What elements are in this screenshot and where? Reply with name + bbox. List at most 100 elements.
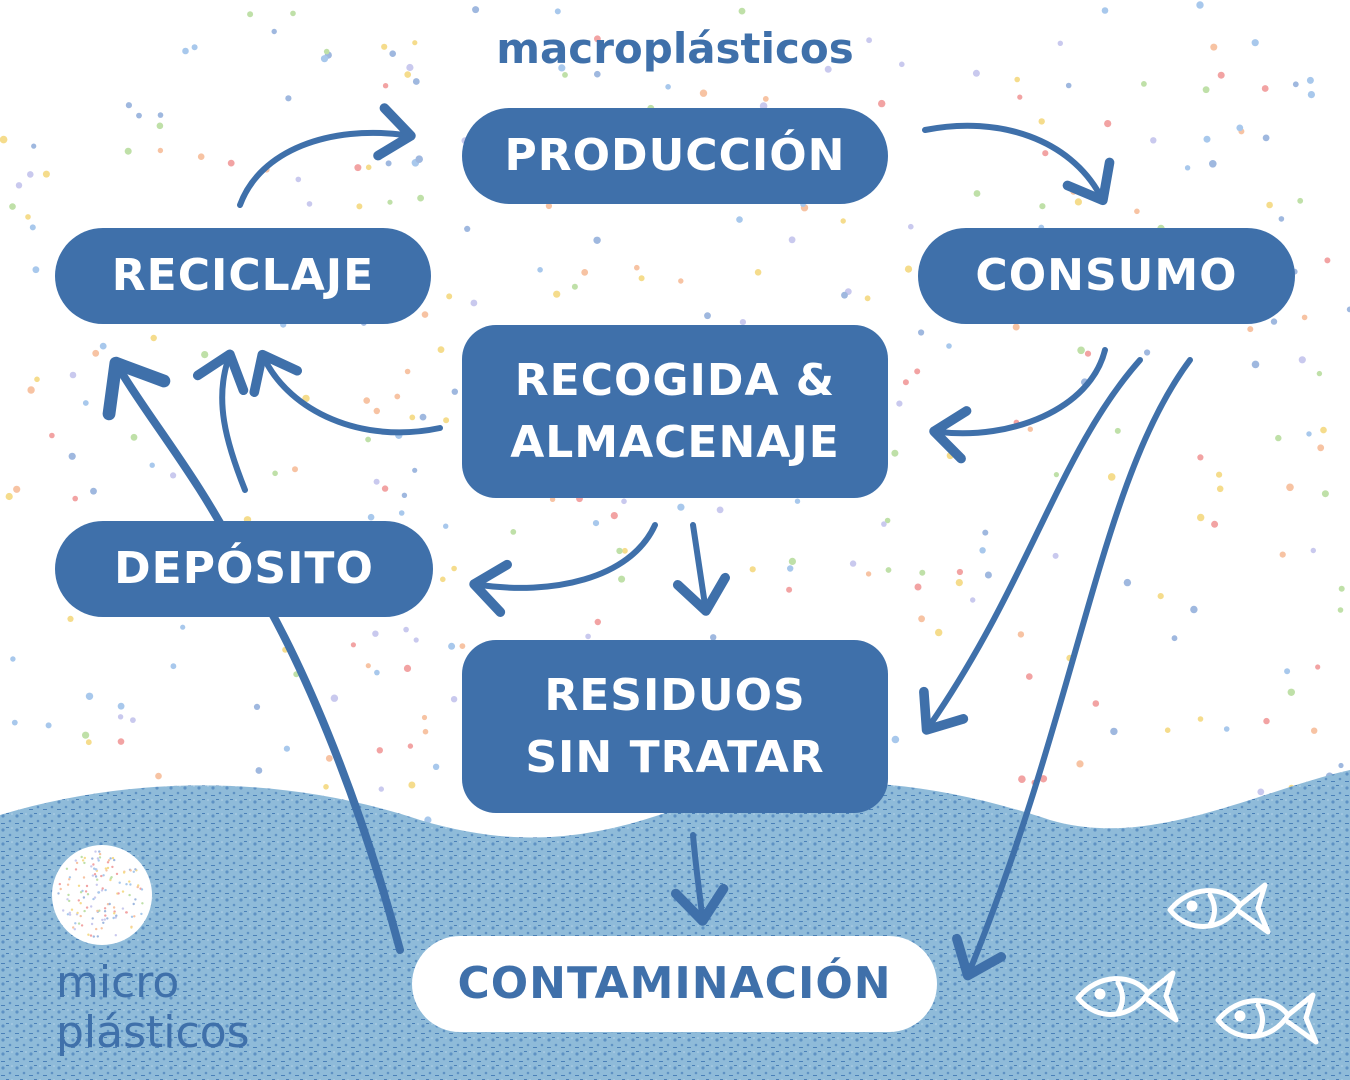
confetti-dot <box>459 643 466 649</box>
confetti-dot <box>99 342 107 350</box>
arrow-recogida-to-reciclaje <box>249 349 443 436</box>
confetti-dot <box>1251 39 1259 47</box>
confetti-dot <box>197 153 205 160</box>
microplastic-speck <box>115 872 119 876</box>
confetti-dot <box>594 618 601 626</box>
confetti-dot <box>1171 635 1178 642</box>
confetti-dot <box>67 615 74 623</box>
confetti-dot <box>1012 323 1020 331</box>
confetti-dot <box>69 371 77 379</box>
arrow-consumo-to-contaminacion <box>952 357 1193 981</box>
confetti-dot <box>902 379 909 386</box>
confetti-dot <box>865 571 872 577</box>
confetti-dot <box>417 194 424 202</box>
microplastic-speck <box>111 865 114 869</box>
node-consumo: CONSUMO <box>918 228 1295 324</box>
confetti-dot <box>182 47 189 55</box>
confetti-dot <box>1039 775 1048 783</box>
confetti-dot <box>156 122 164 130</box>
confetti-dot <box>9 203 16 210</box>
confetti-dot <box>786 586 793 593</box>
confetti-dot <box>1297 197 1304 204</box>
confetti-dot <box>716 506 724 514</box>
confetti-dot <box>1017 94 1023 100</box>
confetti-dot <box>451 388 458 395</box>
confetti-dot <box>1027 426 1034 432</box>
microplastic-speck <box>122 871 126 874</box>
confetti-dot <box>840 218 846 224</box>
microplastic-speck <box>79 914 82 918</box>
confetti-dot <box>389 50 397 57</box>
microplastic-speck <box>76 911 79 915</box>
confetti-dot <box>419 413 427 421</box>
confetti-dot <box>593 236 601 244</box>
confetti-dot <box>1065 82 1072 89</box>
confetti-dot <box>92 349 100 357</box>
confetti-dot <box>325 755 333 762</box>
confetti-dot <box>117 714 124 720</box>
arrow-produccion-to-consumo <box>922 122 1115 206</box>
microplastic-speck <box>96 878 99 881</box>
confetti-dot <box>136 112 142 119</box>
confetti-dot <box>1101 7 1109 14</box>
microplastic-speck <box>94 875 98 878</box>
microplastic-speck <box>125 911 128 914</box>
confetti-dot <box>1196 1 1204 9</box>
confetti-dot <box>788 236 796 244</box>
confetti-dot <box>1287 688 1296 696</box>
confetti-dot <box>558 64 566 72</box>
confetti-dot <box>1150 137 1157 144</box>
confetti-dot <box>440 576 446 583</box>
confetti-dot <box>448 642 456 650</box>
microplastic-speck <box>136 885 139 889</box>
confetti-dot <box>794 498 801 504</box>
microplastic-speck <box>84 890 88 893</box>
microplastic-speck <box>75 861 79 865</box>
confetti-dot <box>0 135 8 144</box>
microplastic-speck <box>121 907 125 910</box>
microplastic-speck <box>106 917 109 920</box>
confetti-dot <box>736 216 743 223</box>
confetti-dot <box>117 738 125 745</box>
microplastic-speck <box>98 852 102 856</box>
confetti-dot <box>665 84 671 90</box>
confetti-dot <box>1306 431 1312 437</box>
microplastic-speck <box>113 912 116 915</box>
confetti-dot <box>1317 444 1325 452</box>
node-reciclaje: RECICLAJE <box>55 228 431 324</box>
microplastic-speck <box>79 891 83 894</box>
confetti-dot <box>638 275 645 282</box>
confetti-dot <box>762 96 769 102</box>
microplastic-speck <box>112 906 116 909</box>
confetti-dot <box>1261 85 1269 92</box>
confetti-dot <box>1306 76 1314 84</box>
confetti-dot <box>365 164 372 171</box>
microplastic-speck <box>104 888 107 892</box>
confetti-dot <box>464 225 471 232</box>
confetti-dot <box>919 569 926 576</box>
confetti-dot <box>1052 552 1059 559</box>
confetti-dot <box>406 63 414 72</box>
confetti-dot <box>618 575 626 583</box>
confetti-dot <box>157 147 164 154</box>
confetti-dot <box>1134 208 1140 215</box>
confetti-dot <box>1284 668 1291 675</box>
confetti-dot <box>1316 370 1323 377</box>
confetti-dot <box>1275 434 1282 442</box>
confetti-dot <box>130 717 136 723</box>
confetti-dot <box>621 498 627 505</box>
confetti-dot <box>553 290 561 298</box>
confetti-dot <box>290 10 296 17</box>
confetti-dot <box>1084 350 1092 357</box>
microplastic-speck <box>92 935 96 938</box>
confetti-dot <box>117 702 125 710</box>
microplastic-speck <box>132 902 135 906</box>
confetti-dot <box>1070 188 1077 195</box>
confetti-dot <box>191 44 198 51</box>
confetti-dot <box>1346 306 1350 313</box>
confetti-dot <box>1038 118 1045 125</box>
confetti-dot <box>365 663 371 669</box>
confetti-dot <box>32 266 40 274</box>
confetti-dot <box>27 386 35 394</box>
confetti-dot <box>374 669 380 676</box>
